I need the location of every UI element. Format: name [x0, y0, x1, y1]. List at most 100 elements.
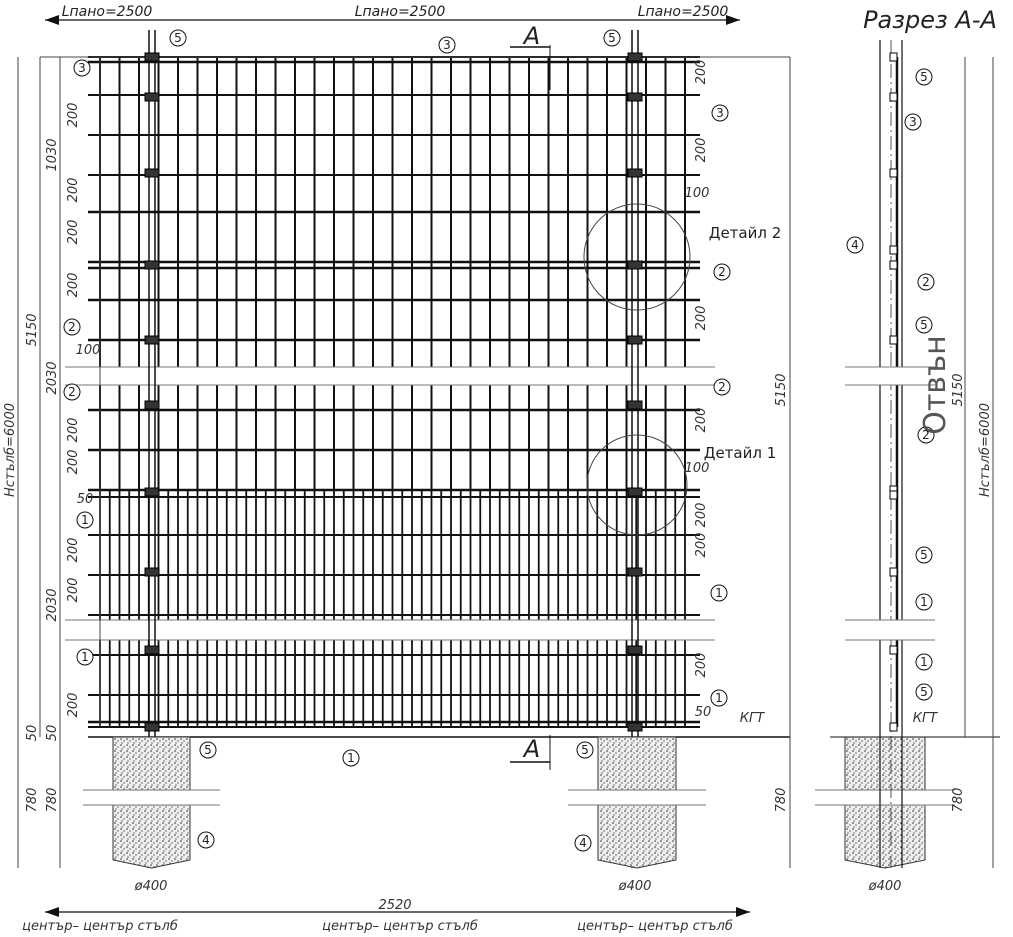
- section-clamp: [889, 335, 898, 345]
- panel-length-label: Lпано=2500: [355, 4, 446, 20]
- dimension-200: 200: [694, 653, 709, 678]
- dimension-200: 200: [66, 178, 81, 203]
- footing-break-band: [815, 790, 955, 805]
- callout-circle: [915, 546, 933, 564]
- callout-circle: [342, 749, 360, 767]
- dimension-200: 200: [694, 408, 709, 433]
- section-clamp: [889, 490, 898, 500]
- ground-mark-label: КГТ: [740, 711, 765, 726]
- callout-circle: [63, 383, 81, 401]
- dimension-1030: 1030: [45, 138, 60, 171]
- section-clamp: [889, 260, 898, 270]
- dimension-100: 100: [685, 461, 710, 476]
- callout-3: 3: [909, 115, 917, 129]
- post-clamp: [627, 567, 643, 577]
- dimension-2030: 2030: [45, 361, 60, 394]
- callout-2: 2: [68, 385, 76, 399]
- post-clamp: [144, 168, 160, 178]
- post-clamp: [144, 260, 160, 270]
- post-clamp: [627, 400, 643, 410]
- dimension-100: 100: [685, 186, 710, 201]
- post-clamp: [627, 260, 643, 270]
- dimension-200: 200: [66, 578, 81, 603]
- section-clamp: [889, 52, 898, 62]
- callout-3: 3: [716, 106, 724, 120]
- callout-circle: [63, 318, 81, 336]
- callout-5: 5: [920, 318, 928, 332]
- post-clamp: [144, 645, 160, 655]
- dimension-200: 200: [694, 306, 709, 331]
- callout-1: 1: [715, 586, 723, 600]
- fence-geometry: [17, 15, 1000, 917]
- post-clamp: [144, 52, 160, 62]
- dimension-200: 200: [66, 450, 81, 475]
- section-clamp: [889, 168, 898, 178]
- dimension-200: 200: [66, 418, 81, 443]
- footing-break-band: [568, 790, 706, 805]
- callout-circle: [915, 653, 933, 671]
- dimension-780: 780: [45, 788, 60, 813]
- post-clamp: [627, 52, 643, 62]
- dimension-5150: 5150: [774, 373, 789, 406]
- dimension-2030: 2030: [45, 588, 60, 621]
- post-clamp: [144, 92, 160, 102]
- diameter-dimension: ø400: [618, 879, 652, 894]
- section-break-band: [845, 367, 935, 385]
- dimension-200: 200: [694, 60, 709, 85]
- post-clamp: [144, 487, 160, 497]
- callout-2: 2: [922, 275, 930, 289]
- callout-5: 5: [204, 743, 212, 757]
- post-height-dimension: Hстълб=6000: [978, 403, 993, 497]
- dimension-50: 50: [77, 492, 94, 507]
- callout-5: 5: [920, 70, 928, 84]
- dimension-200: 200: [66, 273, 81, 298]
- callout-circle: [576, 741, 594, 759]
- diameter-dimension: ø400: [134, 879, 168, 894]
- center-span-dimension: 2520: [378, 898, 411, 913]
- section-break-band: [845, 620, 935, 640]
- panel-length-label: Lпано=2500: [62, 4, 153, 20]
- dimension-50: 50: [45, 725, 60, 742]
- callout-circle: [915, 316, 933, 334]
- callout-circle: [574, 834, 592, 852]
- callout-circle: [710, 689, 728, 707]
- dimension-5150: 5150: [951, 373, 966, 406]
- dimension-200: 200: [66, 103, 81, 128]
- callout-4: 4: [202, 833, 210, 847]
- dimension-200: 200: [66, 220, 81, 245]
- section-clamp: [889, 245, 898, 255]
- post-clamp: [627, 168, 643, 178]
- dimension-200: 200: [694, 503, 709, 528]
- callout-circle: [904, 113, 922, 131]
- post-clamp: [627, 335, 643, 345]
- dimension-200: 200: [694, 533, 709, 558]
- callout-5: 5: [174, 31, 182, 45]
- detail-1-label: Детайл 1: [704, 444, 777, 462]
- post-clamp: [144, 567, 160, 577]
- ground-mark-label: КГТ: [913, 711, 938, 726]
- callout-circle: [197, 831, 215, 849]
- callout-circle: [76, 648, 94, 666]
- callout-1: 1: [81, 650, 89, 664]
- detail-2-label: Детайл 2: [709, 224, 782, 242]
- dimension-5150: 5150: [25, 313, 40, 346]
- callout-circle: [915, 593, 933, 611]
- callout-circle: [710, 584, 728, 602]
- callout-5: 5: [920, 548, 928, 562]
- callout-circle: [76, 511, 94, 529]
- post-clamp: [627, 487, 643, 497]
- callout-circle: [915, 683, 933, 701]
- callout-2: 2: [68, 320, 76, 334]
- post-clamp: [144, 722, 160, 732]
- post-clamp: [627, 645, 643, 655]
- callout-2: 2: [718, 265, 726, 279]
- panel-length-label: Lпано=2500: [638, 4, 729, 20]
- section-mark-bottom: A: [522, 735, 540, 763]
- post-clamp: [144, 400, 160, 410]
- callout-circle: [438, 36, 456, 54]
- callout-circle: [73, 59, 91, 77]
- section-mark-top: A: [522, 22, 540, 50]
